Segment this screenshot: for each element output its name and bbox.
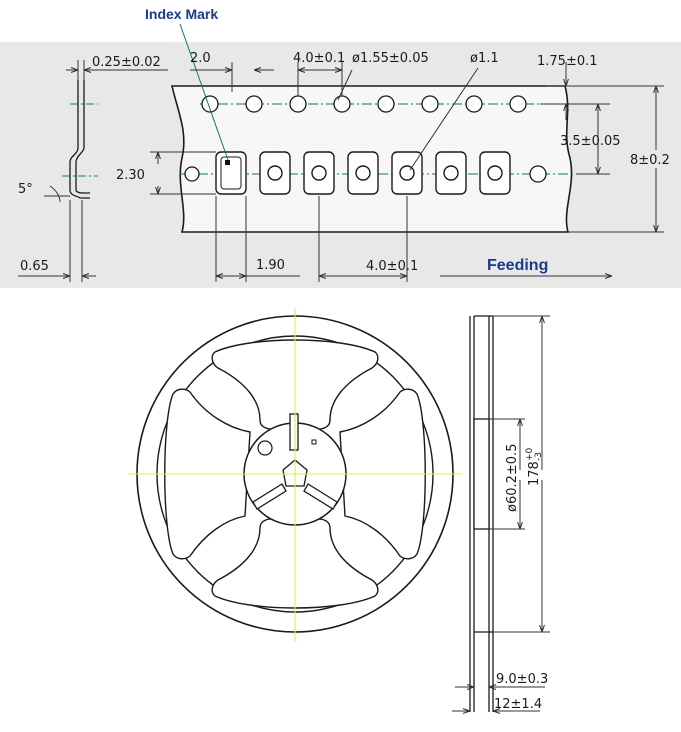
dim-reel-tol-lower: -3 [534, 452, 544, 461]
pocket [215, 151, 247, 195]
dim-tape-width: 8±0.2 [630, 153, 670, 168]
dim-pocket-depth: 0.65 [20, 259, 49, 274]
dim-thickness: 0.25±0.02 [92, 55, 161, 70]
dim-reel-diameter: 178 [527, 461, 542, 486]
dim-edge-to-sprocket: 1.75±0.1 [537, 54, 598, 69]
pocket-inner [220, 156, 242, 190]
hub-tiny-mark [311, 439, 317, 445]
dim-sprocket-pitch: 4.0±0.1 [293, 51, 345, 66]
edge-hole-left [184, 166, 200, 182]
sprocket-hole [245, 95, 263, 113]
sprocket-hole [289, 95, 307, 113]
dim-hub-diameter: ø60.2±0.5 [505, 444, 520, 512]
dim-sprocket-offset: 2.0 [190, 51, 211, 66]
dim-sprocket-to-pocket: 3.5±0.05 [560, 134, 621, 149]
dim-inner-width: 9.0±0.3 [496, 672, 548, 687]
hub-small-hole [257, 440, 273, 456]
pocket-hole [399, 165, 415, 181]
edge-hole-right [529, 165, 547, 183]
dim-pocket-length: 2.30 [116, 168, 145, 183]
sprocket-hole [333, 95, 351, 113]
tape-side-profile [62, 80, 98, 199]
dim-pocket-width: 1.90 [256, 258, 285, 273]
index-mark [225, 160, 230, 165]
pocket-hole [443, 165, 459, 181]
pocket-hole [355, 165, 371, 181]
hub-slot-right [303, 483, 338, 510]
pockets [215, 151, 511, 195]
dim-reel-diameter-group: 178 +0 -3 [525, 447, 544, 486]
index-mark-label: Index Mark [145, 6, 218, 22]
pocket-hole [267, 165, 283, 181]
dim-outer-width: 12±1.4 [494, 697, 542, 712]
pocket-hole [311, 165, 327, 181]
carrier-tape-view: Index Mark 0.25±0.02 2.0 4.0±0.1 ø1.55±0… [0, 6, 681, 288]
index-mark-leader [179, 23, 229, 161]
hub-slot-top [289, 413, 299, 451]
sprocket-hole [509, 95, 527, 113]
feeding-label: Feeding [487, 257, 548, 274]
pocket-hole [487, 165, 503, 181]
hub-slot-left [252, 483, 287, 510]
sprocket-hole [421, 95, 439, 113]
reel-side-view [452, 315, 550, 712]
dim-sprocket-hole: ø1.55±0.05 [352, 51, 429, 66]
sprocket-holes [201, 95, 527, 113]
reel-front-view [128, 308, 462, 642]
dim-reel-tol-upper: +0 [525, 447, 535, 461]
sprocket-hole [201, 95, 219, 113]
dim-pocket-pitch: 4.0±0.1 [366, 259, 418, 274]
tape-dimension-lines [18, 60, 664, 282]
sprocket-hole [465, 95, 483, 113]
dim-pocket-hole: ø1.1 [470, 51, 499, 66]
dim-draft-angle: 5° [18, 182, 33, 197]
sprocket-hole [377, 95, 395, 113]
